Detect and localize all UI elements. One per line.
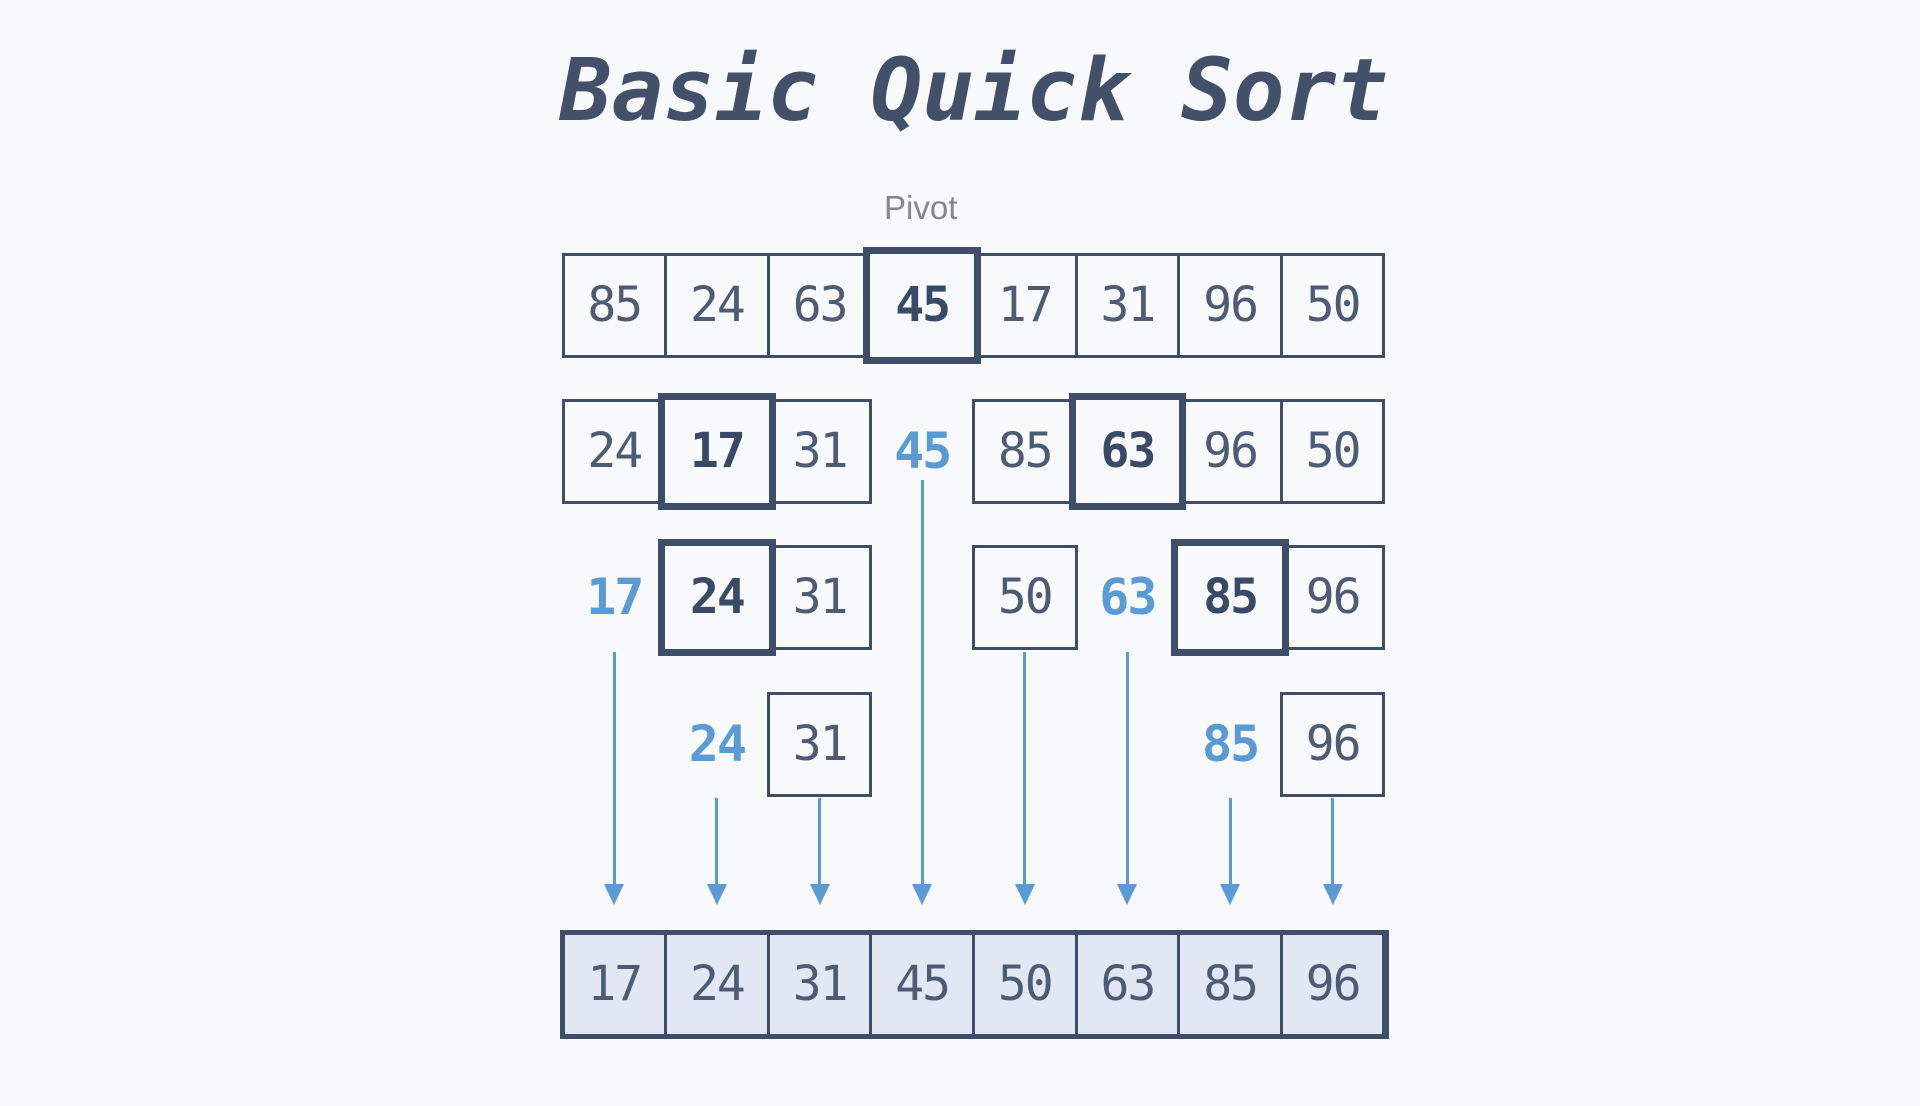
down-arrow [612, 652, 616, 884]
sorted-array-cell: 50 [972, 931, 1078, 1038]
array-cell: 24 [664, 252, 770, 359]
placed-value: 85 [1201, 715, 1260, 774]
page-title: Basic Quick Sort [559, 41, 1389, 141]
pivot-label: Pivot [884, 189, 958, 226]
array-cell: 50 [1279, 398, 1386, 505]
array-cell: 96 [1279, 691, 1386, 798]
array-cell: 50 [1279, 252, 1386, 359]
highlighted-cell: 63 [1068, 392, 1187, 511]
array-cell: 50 [972, 544, 1078, 651]
array-cell: 17 [972, 252, 1078, 359]
down-arrow [920, 480, 924, 884]
sorted-array-cell: 45 [869, 931, 975, 1038]
down-arrow [715, 798, 719, 884]
highlighted-cell: 24 [658, 538, 776, 657]
highlighted-cell: 85 [1171, 538, 1289, 657]
array-cell: 63 [766, 252, 873, 359]
placed-value: 45 [894, 422, 952, 481]
placed-value: 24 [688, 715, 747, 774]
array-cell: 24 [561, 398, 668, 505]
array-cell: 31 [766, 691, 873, 798]
sorted-array-cell: 17 [561, 931, 668, 1038]
pivot-cell: 45 [863, 246, 981, 365]
array-cell: 96 [1279, 544, 1386, 651]
sorted-array-cell: 63 [1074, 931, 1181, 1038]
sorted-array-cell: 24 [664, 931, 770, 1038]
placed-value: 17 [586, 568, 644, 627]
array-cell: 31 [766, 398, 873, 505]
down-arrow [818, 798, 821, 884]
sorted-array-cell: 85 [1177, 931, 1283, 1038]
array-cell: 96 [1177, 398, 1283, 505]
placed-value: 63 [1099, 568, 1157, 627]
down-arrow [1331, 798, 1335, 884]
down-arrow [1023, 652, 1027, 884]
highlighted-cell: 17 [658, 392, 776, 511]
down-arrow [1228, 798, 1232, 884]
array-cell: 96 [1177, 252, 1283, 359]
array-cell: 31 [1074, 252, 1181, 359]
sorted-array-cell: 96 [1279, 931, 1386, 1038]
down-arrow [1125, 652, 1129, 884]
array-cell: 85 [561, 252, 668, 359]
sorted-array-cell: 31 [766, 931, 873, 1038]
array-cell: 85 [972, 398, 1078, 505]
array-cell: 31 [766, 544, 873, 651]
